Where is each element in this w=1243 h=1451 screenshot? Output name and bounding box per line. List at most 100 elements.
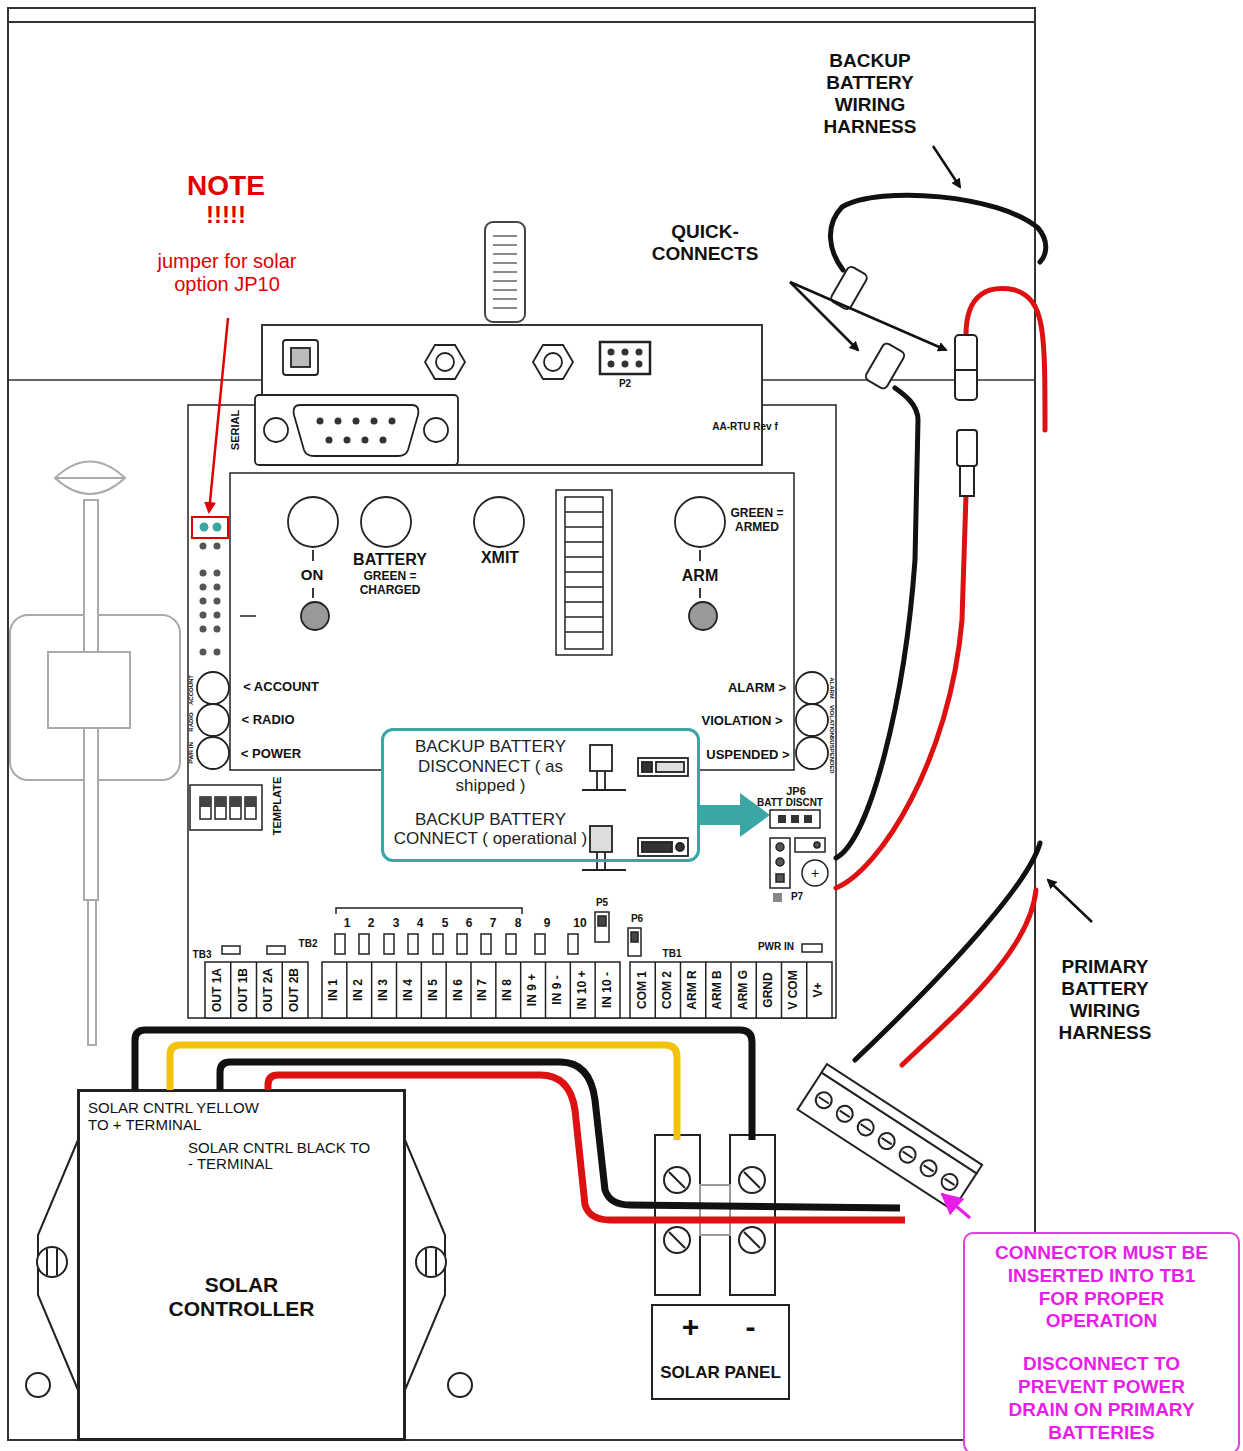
- jumper-header: [214, 649, 221, 656]
- plug-screw-slot: [840, 1111, 850, 1118]
- battery-headers: [778, 815, 812, 823]
- label: 3: [393, 917, 400, 931]
- leds: [675, 497, 725, 547]
- label: IN 10 -: [601, 972, 615, 1008]
- plug-screw-slot: [861, 1124, 871, 1131]
- jumper-header: [214, 570, 221, 577]
- label: COM 2: [661, 971, 675, 1009]
- label: IN 4: [402, 979, 416, 1001]
- controller-plate: [425, 1249, 427, 1275]
- strip-divider: [781, 962, 783, 1018]
- solar-wires: [135, 1030, 752, 1140]
- top-module: [608, 349, 615, 356]
- circuit-board: [188, 405, 836, 1018]
- label: TB3: [193, 949, 212, 961]
- jumper-icons: [642, 762, 652, 772]
- label: TEMPLATE: [271, 777, 284, 835]
- dip-switch: [190, 785, 262, 830]
- top-module: [636, 361, 643, 368]
- terminal-block: [655, 1135, 775, 1295]
- jumper-header: [200, 523, 209, 532]
- quick-connects: [829, 265, 977, 496]
- label: BATT DISCNT: [757, 797, 823, 809]
- serial-connector: [389, 418, 396, 425]
- battery-headers: [770, 838, 790, 888]
- label: IN 10 +: [576, 970, 590, 1009]
- dip-switch: [245, 797, 256, 819]
- strip-divider: [470, 962, 472, 1018]
- leds: [796, 672, 828, 704]
- strip-divider: [730, 962, 732, 1018]
- battery-headers: [770, 810, 828, 902]
- top-module: [608, 361, 615, 368]
- plug-connector: [822, 1064, 983, 1173]
- jumper-icons: [676, 843, 684, 851]
- battery-headers: [770, 810, 820, 828]
- leader-arrows: [790, 282, 946, 350]
- label: IN 3: [377, 979, 391, 1001]
- controller-plate: [37, 1247, 67, 1277]
- label: +: [811, 865, 819, 881]
- jumper-header: [200, 626, 207, 633]
- label: SERIAL: [229, 410, 242, 450]
- antenna: [485, 222, 525, 322]
- terminal-block: [669, 1172, 760, 1248]
- label: PWR IN: [188, 742, 195, 764]
- leader-arrows: [209, 146, 1092, 1218]
- node-text: DISCONNECT TO PREVENT POWER DRAIN ON PRI…: [987, 1353, 1217, 1444]
- pin-block: [359, 934, 369, 954]
- primary-harness: [855, 843, 1040, 1065]
- label: P5: [596, 897, 608, 909]
- label: JP6: [786, 785, 806, 798]
- plug-screw: [939, 1171, 961, 1193]
- strip-divider: [230, 962, 232, 1018]
- label: P7: [791, 891, 803, 903]
- battery-headers: [776, 858, 784, 866]
- plug-screw: [918, 1157, 940, 1179]
- serial-connector: [353, 418, 360, 425]
- jumper-header: [192, 517, 228, 538]
- top-module: [436, 353, 454, 371]
- controller-plate: [448, 1373, 472, 1397]
- label: 9: [544, 917, 551, 931]
- pin-block: [408, 934, 418, 954]
- jumper-header: [214, 543, 221, 550]
- leds: [197, 672, 229, 704]
- battery-headers: [814, 842, 820, 848]
- pin-block: [506, 934, 516, 954]
- label: ARM G: [737, 970, 751, 1010]
- tool-illustration: [10, 462, 180, 1046]
- serial-connector: [335, 418, 342, 425]
- plug-screw-slot: [882, 1138, 892, 1145]
- plug-screw-slot: [903, 1151, 913, 1158]
- plug-connector: [798, 1073, 977, 1211]
- label: 2: [368, 917, 375, 931]
- serial-connector: [371, 418, 378, 425]
- leader-arrows: [933, 146, 960, 187]
- callout-box: BACKUP BATTERY DISCONNECT ( as shipped )…: [381, 728, 700, 862]
- terminal-strips: [222, 946, 240, 954]
- tool-illustration: [55, 477, 125, 479]
- quick-connects: [957, 430, 977, 466]
- strip-divider: [570, 962, 572, 1018]
- tool-illustration: [55, 462, 125, 495]
- leader-arrows: [942, 1194, 970, 1218]
- top-module: [622, 361, 629, 368]
- label: V+: [812, 982, 826, 997]
- jumper-header: [200, 543, 221, 656]
- jumper-icons: [590, 745, 612, 771]
- callout-ground: [381, 728, 700, 868]
- dip-switch: [245, 797, 256, 807]
- label: ARM R: [686, 970, 700, 1009]
- strip-divider: [421, 962, 423, 1018]
- battery-headers: [791, 815, 799, 823]
- label: IN 6: [452, 979, 466, 1001]
- battery-headers: [795, 838, 825, 852]
- callout-ground: [381, 728, 700, 868]
- primary-harness: [902, 890, 1036, 1065]
- warning-note: CONNECTOR MUST BE INSERTED INTO TB1 FOR …: [963, 1232, 1240, 1451]
- jumper-icons: [582, 869, 626, 871]
- dip-switch: [230, 797, 241, 807]
- label: OUT 1A: [211, 968, 225, 1012]
- plug-screw-slot: [924, 1165, 934, 1172]
